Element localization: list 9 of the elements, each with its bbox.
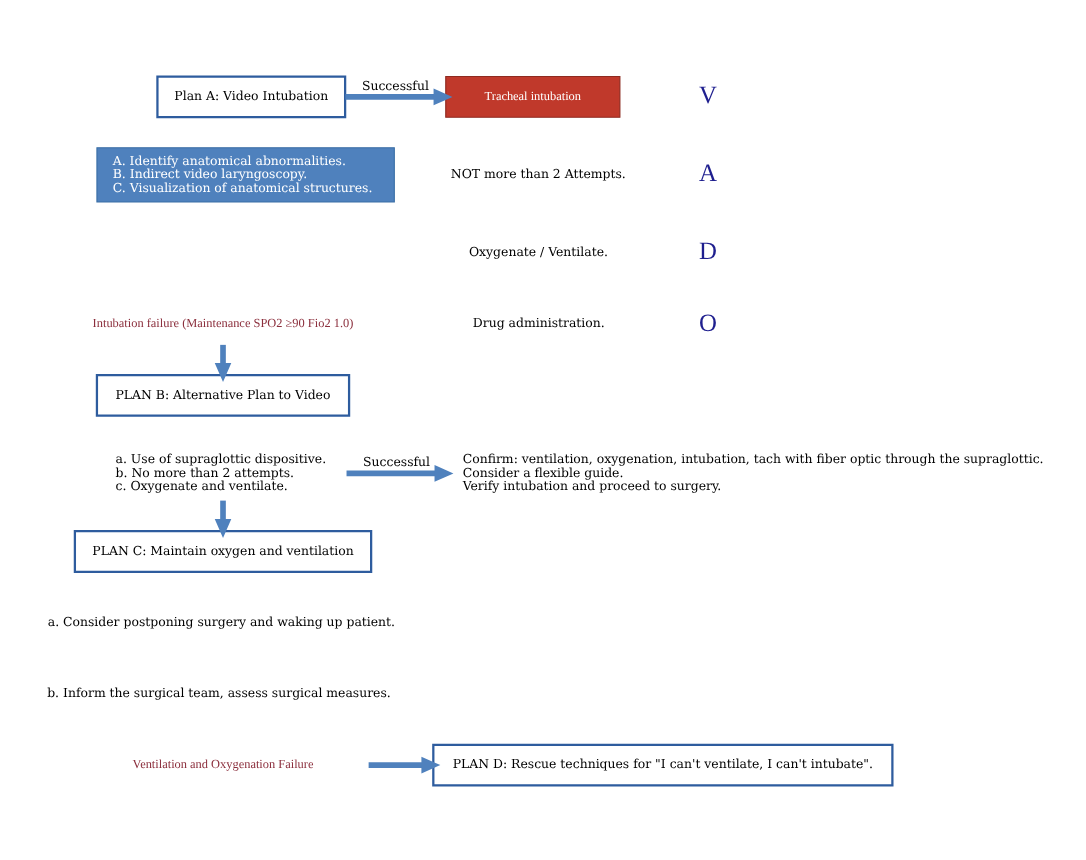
arrow [368,755,441,773]
label: O [699,307,718,336]
arrow [214,343,232,381]
label: V [699,80,718,109]
arrow [346,464,454,481]
arrow [345,87,453,105]
label: D [699,236,718,265]
arrow [214,499,232,537]
label: A [699,158,718,187]
